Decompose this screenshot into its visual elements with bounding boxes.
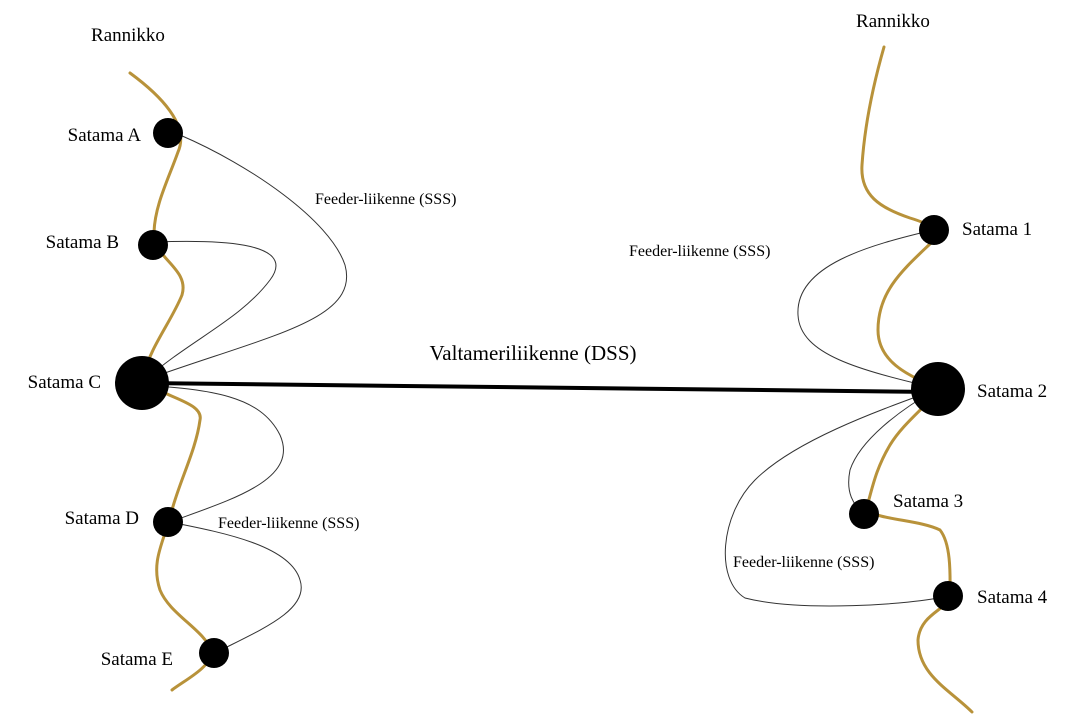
feeder-route-c-d [144,384,284,523]
port-1-marker [919,215,949,245]
left-coast-label: Rannikko [91,25,165,46]
feeder-route-b-c [144,240,277,381]
port-a-marker [153,118,183,148]
deep-sea-label: Valtameriliikenne (DSS) [429,341,636,365]
port-a-label: Satama A [68,125,142,146]
feeder-route-d-e [169,521,302,654]
right-feeder-lower-label: Feeder-liikenne (SSS) [733,554,874,571]
port-b-label: Satama B [46,232,119,253]
port-c-marker [115,356,169,410]
feeder-route-a-c [144,134,348,381]
port-2-marker [911,362,965,416]
right-feeder-upper-label: Feeder-liikenne (SSS) [629,243,770,260]
port-e-marker [199,638,229,668]
feeder-route-2-4 [724,389,949,607]
port-b-marker [138,230,168,260]
feeder-route-1-2 [797,229,936,389]
port-4-label: Satama 4 [977,587,1048,608]
deep-sea-route [141,381,937,394]
feeder-route-2-3 [848,389,936,515]
port-3-label: Satama 3 [893,491,963,512]
left-feeder-lower-label: Feeder-liikenne (SSS) [218,515,359,532]
port-e-label: Satama E [101,649,173,670]
port-4-marker [933,581,963,611]
port-3-marker [849,499,879,529]
port-2-label: Satama 2 [977,381,1047,402]
port-1-label: Satama 1 [962,219,1032,240]
port-c-label: Satama C [28,372,101,393]
left-feeder-upper-label: Feeder-liikenne (SSS) [315,191,456,208]
port-d-label: Satama D [65,508,139,529]
port-d-marker [153,507,183,537]
right-coast-label: Rannikko [856,11,930,32]
